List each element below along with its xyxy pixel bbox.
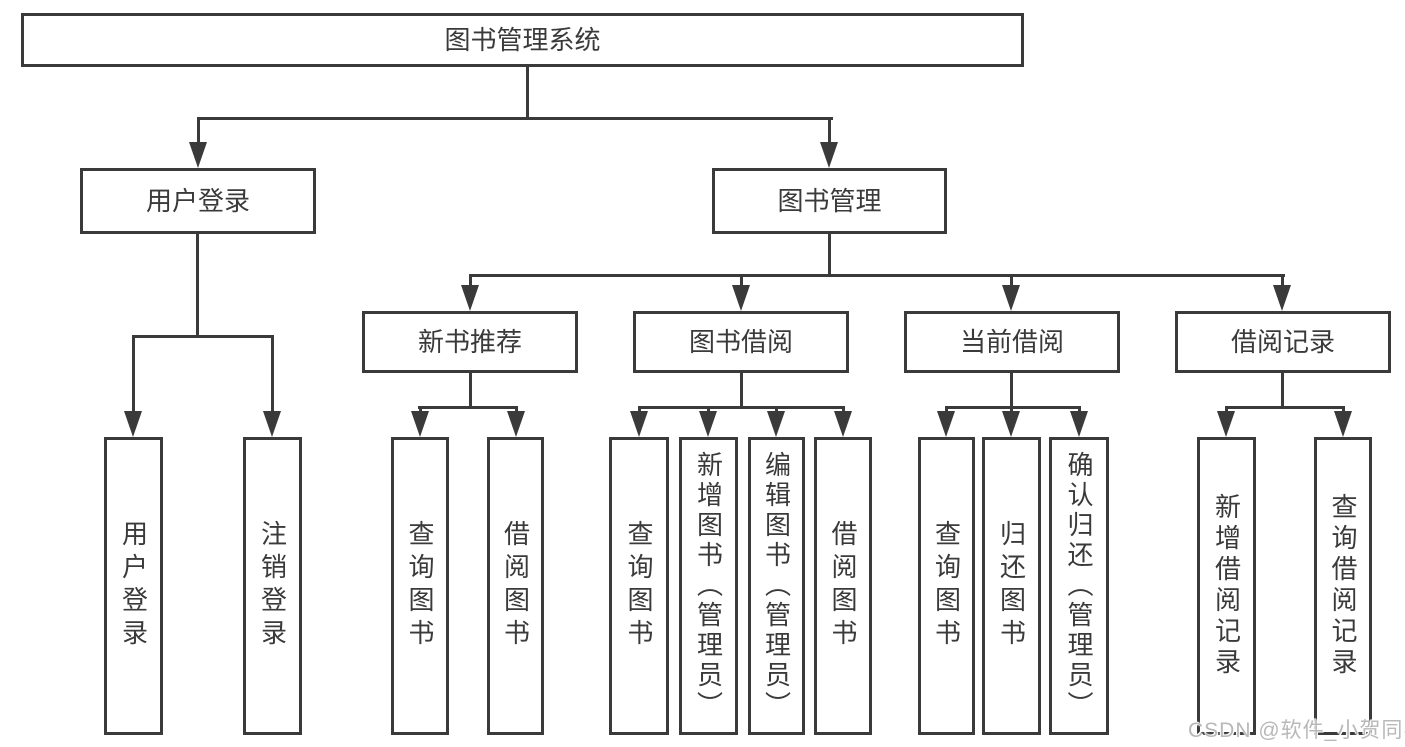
node-root-label: 图书管理系统: [444, 25, 601, 55]
leaf-logout: 注销登录: [243, 437, 302, 735]
edge-line: [526, 67, 529, 117]
edge-line: [271, 335, 274, 413]
edge-line: [775, 406, 778, 414]
edge-line: [196, 234, 199, 336]
leaf-recommend-borrow-book-label: 借阅图书: [500, 520, 531, 652]
node-current-borrow: 当前借阅: [904, 311, 1120, 373]
edge-line: [197, 117, 833, 120]
edge-line: [1010, 373, 1013, 408]
arrow-down-icon: [630, 411, 648, 437]
arrow-down-icon: [1217, 411, 1235, 437]
node-new-book-recommend: 新书推荐: [362, 311, 578, 373]
leaf-borrow-edit-book-label: 编辑图书（管理员）: [761, 451, 792, 721]
node-book-management-label: 图书管理: [777, 186, 882, 216]
arrow-down-icon: [1002, 411, 1020, 437]
arrow-down-icon: [1334, 411, 1352, 437]
edge-line: [945, 406, 1081, 409]
node-borrow-records-label: 借阅记录: [1230, 327, 1335, 357]
csdn-watermark: CSDN @软件_小贺同学: [1188, 719, 1405, 742]
edge-line: [469, 274, 472, 287]
edge-line: [469, 274, 1285, 277]
leaf-borrow-query-book-label: 查询图书: [624, 520, 654, 652]
edge-line: [1281, 373, 1284, 408]
edge-line: [1342, 406, 1345, 414]
arrow-down-icon: [732, 285, 750, 311]
arrow-down-icon: [767, 411, 785, 437]
node-user-login: 用户登录: [80, 168, 316, 234]
arrow-down-icon: [699, 411, 717, 437]
node-book-management: 图书管理: [712, 168, 947, 234]
leaf-current-return-book: 归还图书: [982, 437, 1041, 735]
leaf-current-confirm-return: 确认归还（管理员）: [1049, 437, 1109, 735]
edge-line: [828, 117, 831, 145]
arrow-down-icon: [834, 411, 852, 437]
node-user-login-label: 用户登录: [145, 186, 250, 216]
node-book-borrow-label: 图书借阅: [688, 327, 793, 357]
edge-line: [419, 406, 422, 414]
edge-line: [1225, 406, 1345, 409]
edge-line: [469, 373, 472, 408]
node-book-borrow: 图书借阅: [633, 311, 849, 373]
edge-line: [1281, 274, 1284, 287]
node-new-book-recommend-label: 新书推荐: [417, 327, 522, 357]
edge-line: [828, 234, 831, 276]
leaf-records-add-record: 新增借阅记录: [1197, 437, 1256, 735]
node-current-borrow-label: 当前借阅: [959, 327, 1064, 357]
arrow-down-icon: [820, 142, 838, 168]
edge-line: [1225, 406, 1228, 414]
edge-line: [707, 406, 710, 414]
leaf-recommend-borrow-book: 借阅图书: [487, 437, 544, 735]
arrow-down-icon: [189, 142, 207, 168]
edge-line: [740, 274, 743, 287]
leaf-borrow-edit-book: 编辑图书（管理员）: [748, 437, 805, 735]
edge-line: [132, 335, 274, 338]
arrow-down-icon: [507, 411, 525, 437]
leaf-borrow-borrow-book: 借阅图书: [814, 437, 872, 735]
leaf-borrow-borrow-book-label: 借阅图书: [828, 520, 858, 652]
leaf-borrow-add-book-label: 新增图书（管理员）: [693, 451, 724, 721]
edge-line: [638, 406, 641, 414]
arrow-down-icon: [461, 285, 479, 311]
leaf-recommend-query-book-label: 查询图书: [405, 520, 435, 652]
arrow-down-icon: [1002, 285, 1020, 311]
leaf-current-confirm-return-label: 确认归还（管理员）: [1064, 451, 1094, 721]
edge-line: [515, 406, 518, 414]
edge-line: [132, 335, 135, 413]
edge-line: [945, 406, 948, 414]
leaf-user-login: 用户登录: [104, 437, 163, 735]
edge-line: [638, 406, 845, 409]
leaf-current-query-book: 查询图书: [918, 437, 975, 735]
leaf-current-query-book-label: 查询图书: [931, 520, 962, 652]
leaf-records-query-record-label: 查询借阅记录: [1328, 493, 1358, 679]
edge-line: [1078, 406, 1081, 414]
leaf-records-add-record-label: 新增借阅记录: [1211, 493, 1242, 679]
edge-line: [197, 117, 200, 145]
leaf-borrow-add-book: 新增图书（管理员）: [679, 437, 738, 735]
edge-line: [1010, 406, 1013, 414]
arrow-down-icon: [1273, 285, 1291, 311]
node-root: 图书管理系统: [21, 13, 1024, 67]
node-borrow-records: 借阅记录: [1175, 311, 1391, 373]
arrow-down-icon: [411, 411, 429, 437]
leaf-recommend-query-book: 查询图书: [391, 437, 449, 735]
leaf-records-query-record: 查询借阅记录: [1314, 437, 1372, 735]
edge-line: [418, 406, 518, 409]
arrow-down-icon: [1070, 411, 1088, 437]
leaf-user-login-label: 用户登录: [118, 520, 149, 652]
leaf-borrow-query-book: 查询图书: [609, 437, 669, 735]
arrow-down-icon: [124, 411, 142, 437]
edge-line: [1010, 274, 1013, 287]
leaf-current-return-book-label: 归还图书: [996, 520, 1027, 652]
edge-line: [740, 373, 743, 408]
edge-line: [842, 406, 845, 414]
leaf-logout-label: 注销登录: [257, 520, 288, 652]
arrow-down-icon: [937, 411, 955, 437]
arrow-down-icon: [263, 411, 281, 437]
